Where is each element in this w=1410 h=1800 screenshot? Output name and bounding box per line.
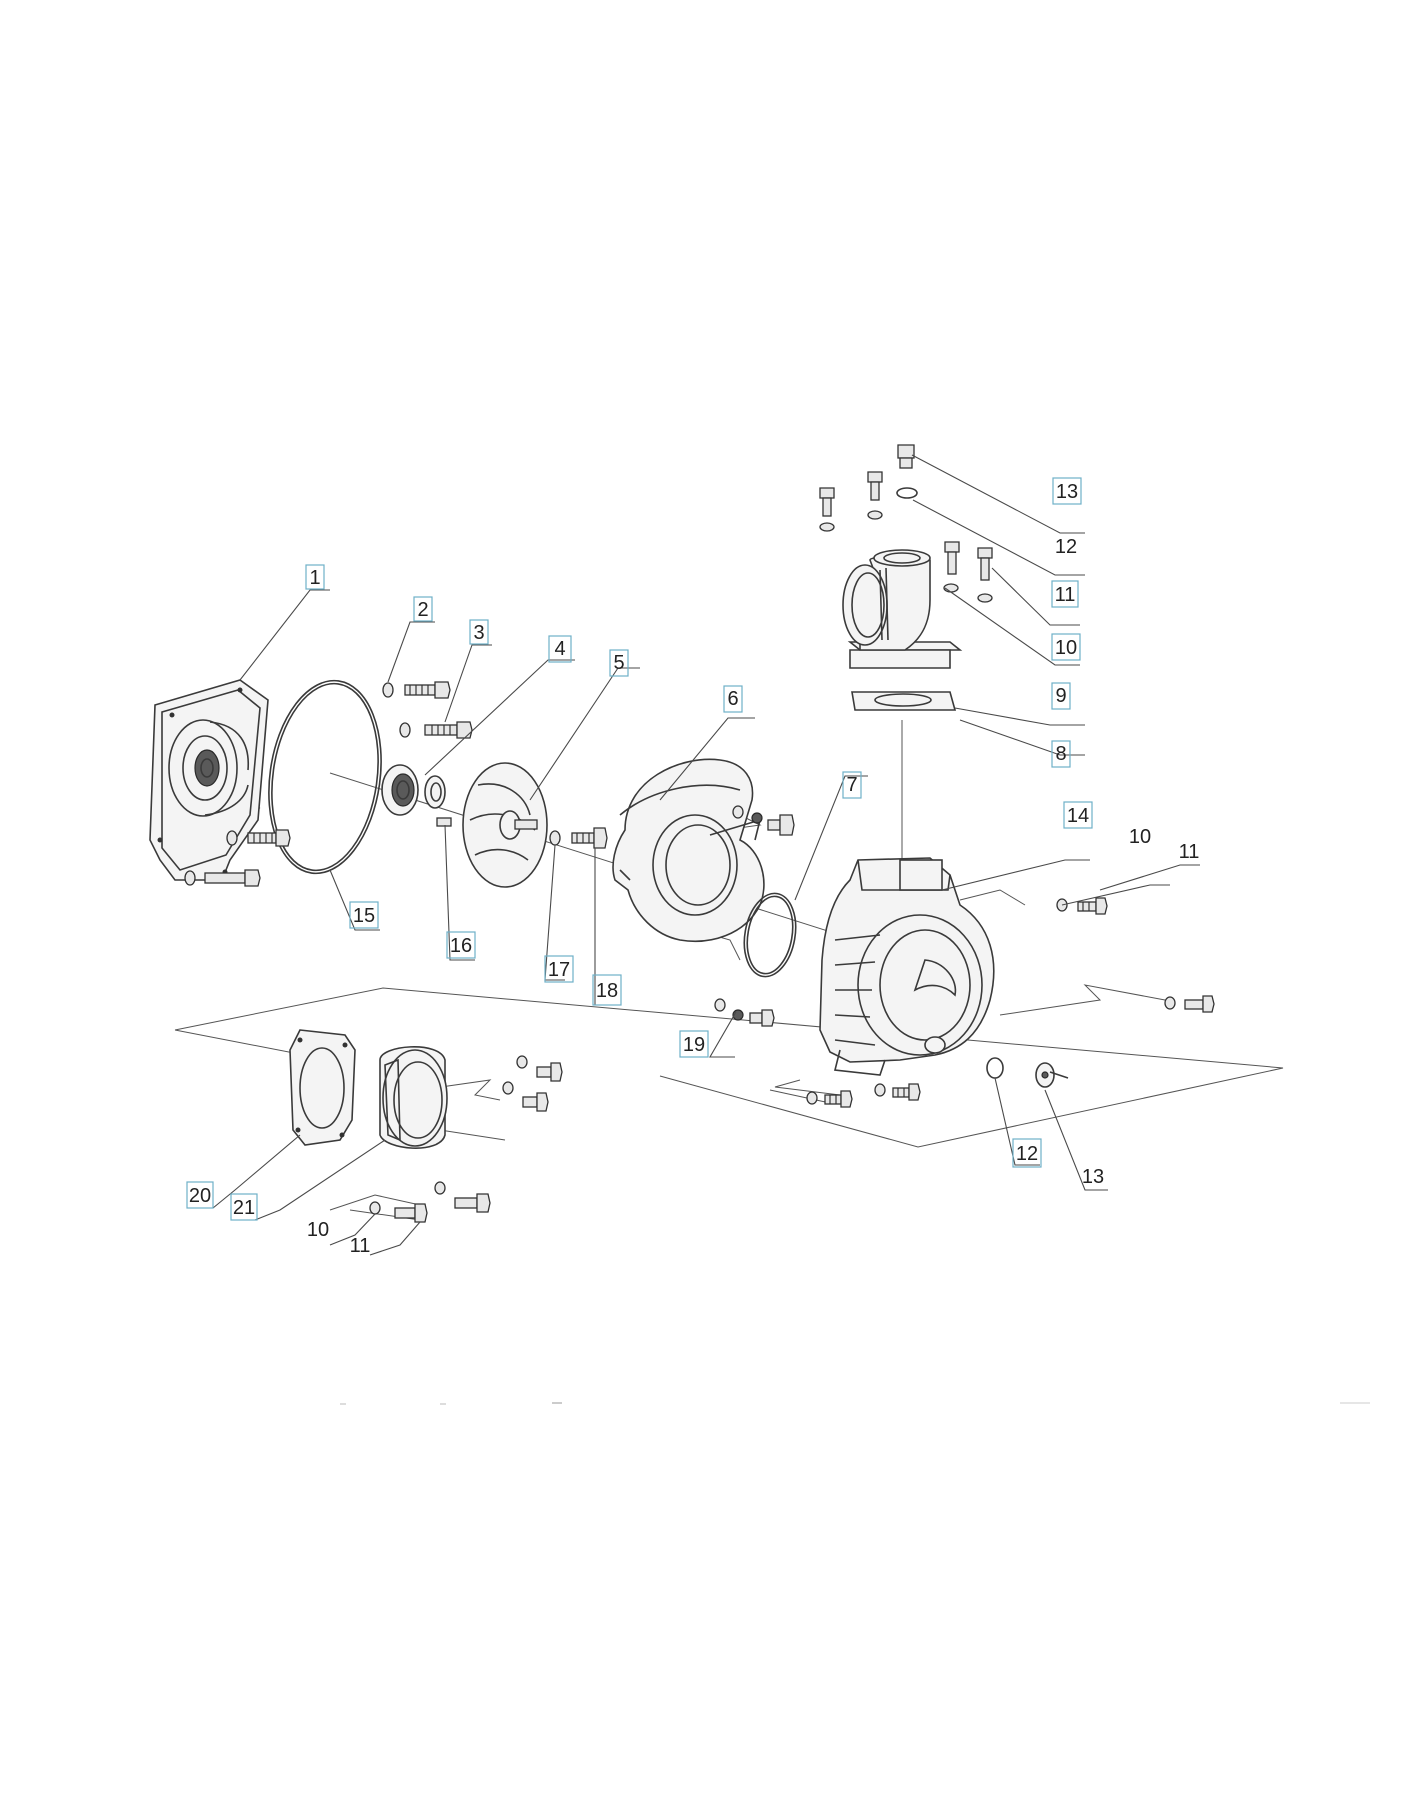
callout-8: 8 xyxy=(1051,740,1071,768)
callout-19: 19 xyxy=(679,1030,709,1058)
callout-13-top: 13 xyxy=(1052,477,1082,505)
callout-9: 9 xyxy=(1051,682,1071,710)
suction-flange-20-21 xyxy=(289,1029,448,1149)
callout-3: 3 xyxy=(469,619,489,645)
svg-text:19: 19 xyxy=(683,1034,705,1056)
svg-text:10: 10 xyxy=(1129,826,1151,848)
pump-body-part-14 xyxy=(819,857,995,1076)
callout-11-top: 11 xyxy=(1051,580,1079,608)
callout-20: 20 xyxy=(186,1181,214,1209)
callout-12-top: 12 xyxy=(1055,536,1077,558)
outlet-elbow xyxy=(842,549,931,651)
svg-text:12: 12 xyxy=(1055,536,1077,558)
volute-insert-part-6 xyxy=(612,758,765,943)
callout-10-top: 10 xyxy=(1051,633,1081,661)
impeller-fasteners-17-18 xyxy=(549,827,608,849)
mechanical-seal-part-4 xyxy=(381,764,446,816)
callout-6: 6 xyxy=(723,685,743,713)
svg-text:7: 7 xyxy=(846,774,857,796)
svg-text:17: 17 xyxy=(548,959,570,981)
svg-text:4: 4 xyxy=(554,638,565,660)
outlet-flange-8-9 xyxy=(847,641,963,711)
o-ring-part-7 xyxy=(743,892,797,978)
callout-1: 1 xyxy=(305,564,325,590)
svg-text:10: 10 xyxy=(1055,637,1077,659)
impeller-part-5 xyxy=(462,762,548,888)
svg-text:8: 8 xyxy=(1055,743,1066,765)
svg-text:11: 11 xyxy=(1179,841,1200,863)
fasteners-part-19 xyxy=(714,805,795,1027)
fasteners-back-plate xyxy=(184,681,473,887)
callout-15: 15 xyxy=(349,901,379,929)
scan-edge-artifacts xyxy=(340,1402,1370,1405)
svg-text:1: 1 xyxy=(309,567,320,589)
callout-4: 4 xyxy=(548,635,572,663)
o-ring-part-15 xyxy=(268,679,382,875)
callout-2: 2 xyxy=(413,596,433,622)
callout-5: 5 xyxy=(609,649,629,677)
key-part-16 xyxy=(436,817,452,827)
callout-21: 21 xyxy=(230,1193,258,1221)
svg-text:14: 14 xyxy=(1067,805,1089,827)
fasteners-body-right xyxy=(806,897,1215,1108)
callout-7: 7 xyxy=(842,771,862,799)
svg-text:11: 11 xyxy=(1055,584,1076,606)
svg-text:5: 5 xyxy=(613,652,624,674)
svg-text:20: 20 xyxy=(189,1185,211,1207)
svg-text:13: 13 xyxy=(1056,481,1078,503)
svg-text:16: 16 xyxy=(450,935,472,957)
callout-17: 17 xyxy=(544,955,574,983)
callout-14: 14 xyxy=(1063,801,1093,829)
svg-text:9: 9 xyxy=(1055,685,1066,707)
svg-text:11: 11 xyxy=(350,1235,371,1257)
svg-text:3: 3 xyxy=(473,622,484,644)
svg-text:12: 12 xyxy=(1016,1143,1038,1165)
callout-10-right: 10 xyxy=(1129,826,1151,848)
svg-text:2: 2 xyxy=(417,599,428,621)
callout-13-bottom: 13 xyxy=(1082,1166,1104,1188)
fasteners-elbow-top xyxy=(819,444,993,603)
drain-plug-12-13 xyxy=(986,1057,1069,1088)
callout-11-right: 11 xyxy=(1179,841,1200,863)
callout-labels: 1 2 3 4 5 6 7 8 xyxy=(186,477,1200,1257)
callout-18: 18 xyxy=(592,974,622,1006)
svg-text:15: 15 xyxy=(353,905,375,927)
callout-12-bottom: 12 xyxy=(1012,1138,1042,1168)
callout-16: 16 xyxy=(446,931,476,959)
svg-text:6: 6 xyxy=(727,688,738,710)
callout-10-bottom: 10 xyxy=(307,1219,329,1241)
callout-11-bottom: 11 xyxy=(350,1235,371,1257)
svg-text:21: 21 xyxy=(233,1197,255,1219)
back-plate-part-1 xyxy=(149,679,269,881)
svg-text:10: 10 xyxy=(307,1219,329,1241)
svg-text:13: 13 xyxy=(1082,1166,1104,1188)
fasteners-suction xyxy=(369,1055,563,1223)
svg-text:18: 18 xyxy=(596,980,618,1002)
